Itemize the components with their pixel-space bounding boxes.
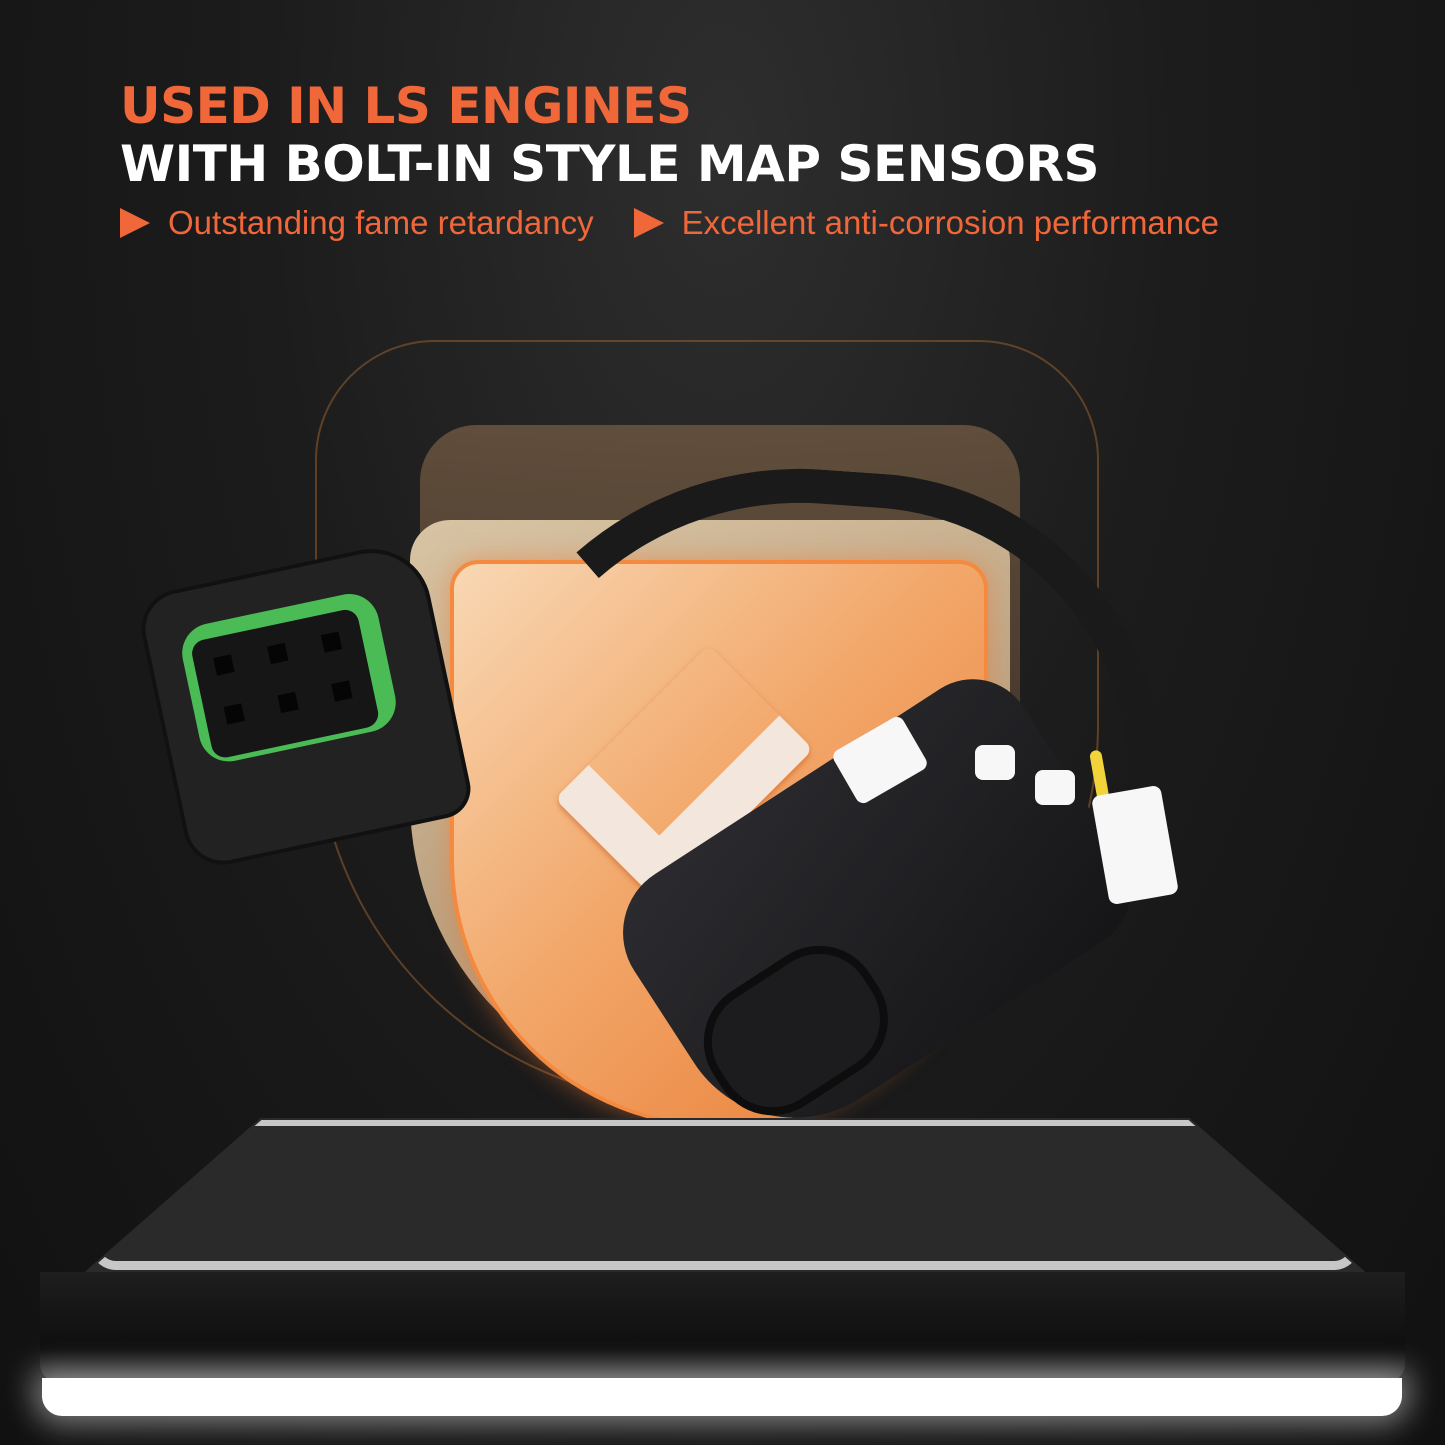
pin-slot [331,680,353,702]
pedestal-top [80,1118,1370,1276]
female-connector [134,537,476,873]
feature-anti-corrosion: Excellent anti-corrosion performance [633,204,1219,242]
pin-slot [320,631,343,653]
feature-list: Outstanding fame retardancy Excellent an… [120,204,1219,242]
pedestal-light-strip [42,1378,1402,1416]
pin-slot [223,703,245,725]
white-terminal-lock [1035,770,1075,805]
white-terminal-lock [975,745,1015,780]
pedestal-side [40,1272,1405,1382]
triangle-bullet-icon [120,208,150,238]
pin-slot [267,642,289,665]
pin-slot [213,654,235,676]
pin-slot [277,691,299,714]
pedestal-rim [90,1120,1360,1270]
feature-text: Excellent anti-corrosion performance [681,204,1219,241]
triangle-bullet-icon [633,208,664,238]
headline-line-2: WITH BOLT-IN STYLE MAP SENSORS [120,135,1099,193]
headline: USED IN LS ENGINES WITH BOLT-IN STYLE MA… [120,78,1099,194]
feature-text: Outstanding fame retardancy [168,204,594,241]
feature-flame-retardancy: Outstanding fame retardancy [120,204,594,242]
headline-line-1: USED IN LS ENGINES [120,77,692,135]
